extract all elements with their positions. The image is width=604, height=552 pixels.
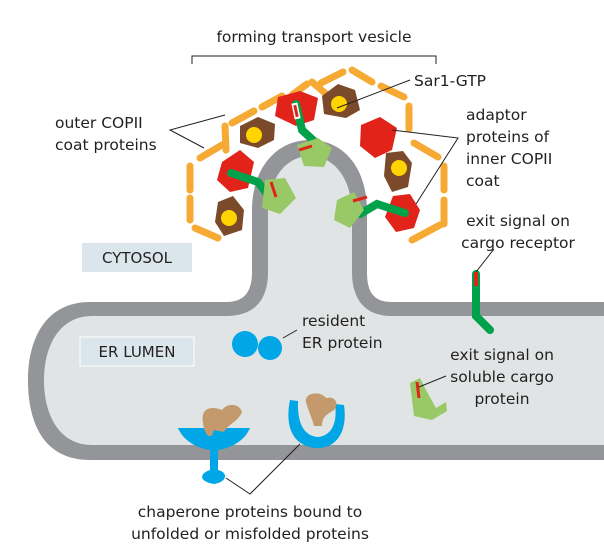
outer-coat-label-2: coat proteins [55, 136, 157, 154]
exit-receptor-label-2: cargo receptor [461, 234, 575, 252]
soluble-cargo-protein [410, 378, 447, 420]
outer-coat-proteins [186, 66, 448, 244]
outer-coat-leaders [168, 114, 226, 149]
exit-soluble-label-2: soluble cargo [450, 368, 554, 386]
exit-receptor-label-1: exit signal on [466, 212, 570, 230]
er-lumen [44, 156, 604, 445]
soluble-leader [418, 375, 447, 388]
outer-coat-label-1: outer COPII [55, 114, 143, 132]
adaptor-label-2: proteins of [466, 128, 550, 146]
adaptor-label-4: coat [466, 172, 500, 190]
exit-soluble-label-3: protein [474, 390, 529, 408]
chaperone-label-2: unfolded or misfolded proteins [131, 525, 369, 543]
exit-soluble-label-1: exit signal on [450, 346, 554, 364]
resident-label-2: ER protein [302, 334, 383, 352]
sar1-label: Sar1-GTP [414, 72, 486, 90]
adaptor-leaders [391, 129, 459, 205]
chaperone-proteins [178, 393, 345, 484]
vesicle-bracket [191, 55, 437, 64]
title-label: forming transport vesicle [216, 28, 411, 46]
chaperone-leaders [225, 443, 301, 495]
cytosol-label: CYTOSOL [102, 249, 173, 267]
cytosol-box [82, 243, 192, 272]
resident-label-1: resident [302, 312, 365, 330]
resident-leader [282, 329, 298, 339]
membrane-cargo-receptor [472, 270, 494, 334]
receptor-leader [475, 248, 495, 273]
adaptor-label-1: adaptor [466, 106, 527, 124]
er-lumen-box [79, 336, 195, 367]
resident-er-protein [232, 331, 282, 360]
cargo-receptors [227, 100, 409, 228]
adaptor-label-3: inner COPII [466, 150, 552, 168]
sar1-leader [336, 79, 411, 109]
inner-coat [215, 84, 420, 236]
er-lumen-label: ER LUMEN [99, 343, 176, 361]
chaperone-label-1: chaperone proteins bound to [138, 503, 362, 521]
